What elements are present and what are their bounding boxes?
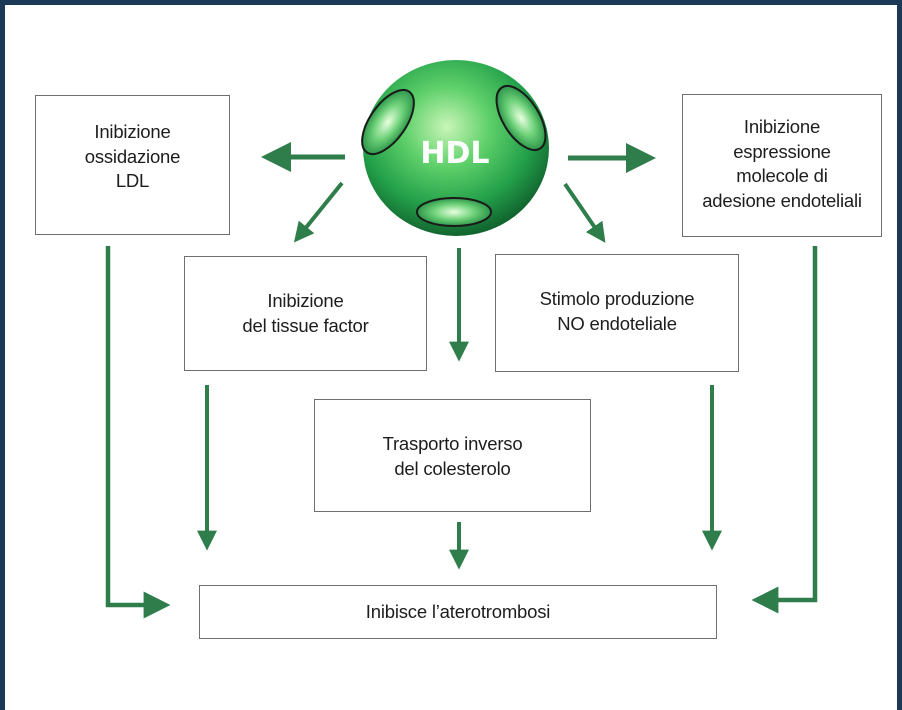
arrow-hdl-to-no (563, 182, 606, 243)
box-inibizione-ossidazione-ldl: Inibizione ossidazione LDL (35, 95, 230, 235)
arrow-hdl-to-tissue (293, 181, 344, 243)
box-no-label: Stimolo produzione NO endoteliale (539, 288, 695, 334)
box-inibizione-adesione: Inibizione espressione molecole di adesi… (682, 94, 882, 237)
arrow-ldl-to-aterotrombosi (105, 246, 171, 619)
arrow-adesione-to-aterotrombosi (751, 246, 818, 614)
box-tissue-label: Inibizione del tissue factor (242, 290, 369, 336)
box-inibisce-aterotrombosi: Inibisce l’aterotrombosi (199, 585, 717, 639)
box-trasporto-colesterolo: Trasporto inverso del colesterolo (314, 399, 591, 512)
box-ldl-label: Inibizione ossidazione LDL (84, 121, 181, 192)
box-inibizione-tissue-factor: Inibizione del tissue factor (184, 256, 427, 371)
box-adesione-label: Inibizione espressione molecole di adesi… (702, 116, 862, 211)
box-aterotrombosi-label: Inibisce l’aterotrombosi (365, 600, 551, 622)
box-colesterolo-label: Trasporto inverso del colesterolo (382, 433, 523, 479)
box-stimolo-no: Stimolo produzione NO endoteliale (495, 254, 739, 372)
